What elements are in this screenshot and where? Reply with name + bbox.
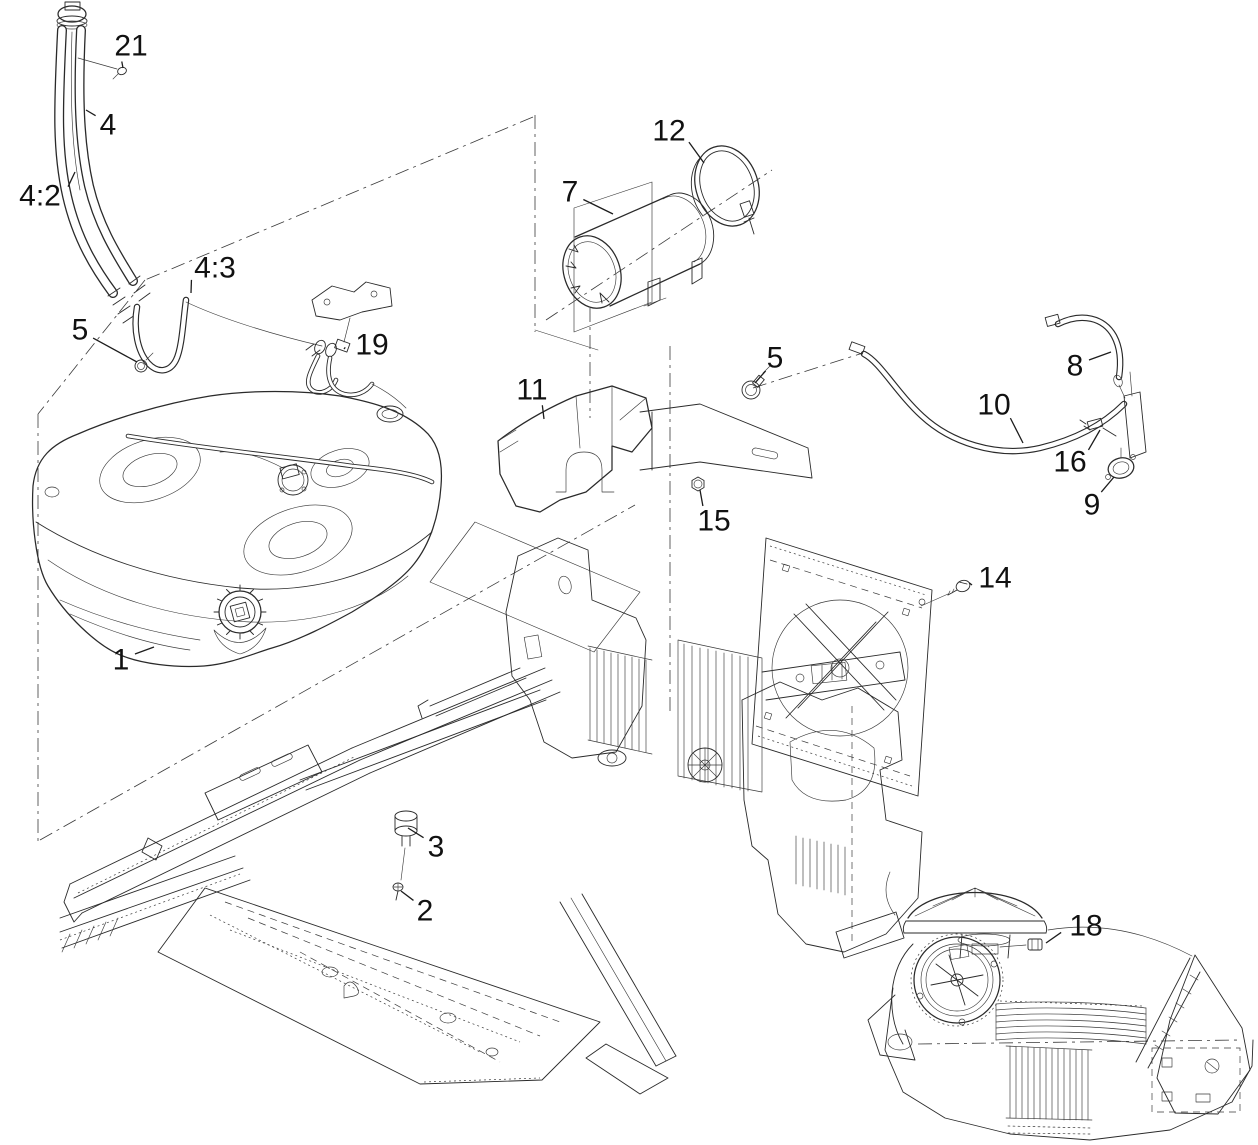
fuel-cap (213, 584, 267, 655)
callout-12: 12 (652, 115, 685, 148)
leader-line-7 (583, 198, 614, 215)
engine-assembly (867, 871, 1254, 1141)
leader-line-4:2 (67, 171, 76, 187)
leader-line-5 (92, 337, 138, 363)
clamp-5-center (741, 365, 771, 400)
leader-line-14 (968, 582, 973, 586)
leader-line-18 (1045, 931, 1062, 944)
leader-line-5 (754, 370, 767, 384)
valve-9 (1105, 447, 1136, 480)
fuel-filler-neck (54, 1, 323, 374)
clamp-12 (690, 145, 760, 235)
callout-14: 14 (978, 562, 1011, 595)
fitting-16 (1079, 417, 1117, 437)
callout-9: 9 (1084, 489, 1101, 522)
phantom-lines (37, 115, 1241, 1045)
callout-7: 7 (562, 176, 579, 209)
screw-2 (392, 882, 404, 901)
frame-weldment (59, 521, 923, 1095)
clamp-5-left (134, 352, 154, 373)
leader-line-2 (400, 890, 414, 901)
leader-line-1 (134, 646, 155, 655)
callout-15: 15 (697, 505, 730, 538)
callout-19: 19 (355, 329, 388, 362)
callout-1: 1 (113, 644, 130, 677)
canister-7 (562, 181, 715, 333)
callout-3: 3 (428, 831, 445, 864)
leader-line-16 (1087, 429, 1101, 451)
leader-line-4 (85, 109, 96, 117)
callout-4:3: 4:3 (194, 252, 236, 285)
leader-line-9 (1100, 476, 1115, 493)
callout-5-9: 5 (767, 342, 784, 375)
bushing-3 (394, 810, 418, 881)
fuel-line-fitting-19 (305, 281, 407, 409)
clip-21 (77, 57, 127, 80)
leader-line-21 (121, 61, 124, 69)
leader-line-10 (1009, 417, 1024, 444)
screw-14 (947, 579, 971, 596)
plug-18 (1027, 938, 1043, 951)
callout-16: 16 (1053, 446, 1086, 479)
callout-4:2: 4:2 (19, 180, 61, 213)
leader-line-11 (541, 405, 545, 420)
callout-8: 8 (1067, 350, 1084, 383)
leader-line-8 (1088, 351, 1112, 361)
callout-11: 11 (516, 374, 547, 407)
vent-hoses (848, 313, 1147, 480)
callout-21: 21 (114, 30, 147, 63)
callout-layer: 21 4 4:2 4:3 5 19 1 12 7 5 11 15 8 10 16 9 14 3 2 18 (19, 30, 1115, 944)
callout-18: 18 (1069, 910, 1102, 943)
leader-line-19 (343, 346, 346, 350)
callout-2: 2 (417, 895, 434, 928)
callout-10: 10 (977, 389, 1010, 422)
nut-15 (691, 476, 705, 492)
fuel-tank (31, 390, 443, 668)
callout-5-4: 5 (72, 314, 89, 347)
leader-line-3 (407, 827, 424, 839)
callout-4: 4 (100, 109, 117, 142)
leader-line-15 (699, 489, 704, 507)
leader-line-12 (688, 141, 705, 164)
fan-shroud-panel (751, 537, 949, 797)
heat-shield-11 (497, 385, 813, 513)
